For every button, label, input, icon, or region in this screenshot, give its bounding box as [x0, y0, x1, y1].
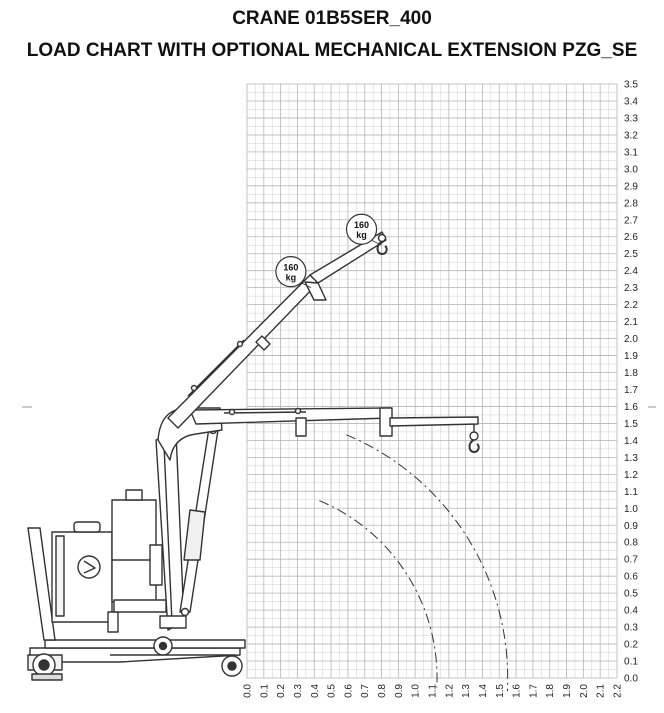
hook-horizontal	[468, 431, 480, 453]
radius-arc	[319, 500, 438, 688]
y-tick-label: 1.7	[624, 385, 638, 396]
y-tick-label: 1.2	[624, 470, 638, 481]
hydraulic-unit	[111, 489, 167, 613]
y-tick-label: 2.2	[624, 300, 638, 311]
y-tick-label: 1.6	[624, 402, 638, 413]
y-tick-label: 1.0	[624, 504, 638, 515]
x-axis-labels: 0.0 0.1 0.2 0.3 0.4 0.5 0.6 0.7 0.8 0.9 1.0 1.1 1.2 1…	[243, 684, 624, 698]
wheel-right	[221, 655, 243, 677]
lift-cylinder	[179, 425, 219, 617]
y-tick-label: 0.8	[624, 538, 638, 549]
crane-illustration	[27, 231, 480, 681]
load-unit: kg	[286, 273, 297, 283]
load-badge-circle	[275, 256, 307, 288]
x-tick-label: 2.0	[579, 684, 590, 698]
radius-arcs	[319, 434, 509, 692]
load-unit: kg	[356, 230, 367, 240]
y-tick-label: 1.4	[624, 436, 638, 447]
x-tick-label: 0.4	[310, 684, 321, 698]
y-tick-label: 0.6	[624, 572, 638, 583]
y-tick-label: 0.7	[624, 555, 638, 566]
y-tick-label: 2.8	[624, 198, 638, 209]
y-tick-label: 0.4	[624, 606, 638, 617]
x-tick-label: 1.5	[495, 684, 506, 698]
y-tick-label: 0.0	[624, 674, 638, 685]
x-tick-label: 1.0	[411, 684, 422, 698]
y-tick-label: 1.9	[624, 351, 638, 362]
y-tick-label: 0.9	[624, 521, 638, 532]
x-tick-label: 0.7	[360, 684, 371, 698]
y-tick-label: 2.9	[624, 181, 638, 192]
load-value: 160	[354, 220, 369, 230]
battery-box	[51, 521, 119, 633]
x-tick-label: 0.6	[343, 684, 354, 698]
y-tick-label: 0.1	[624, 657, 638, 668]
y-tick-label: 3.3	[624, 113, 638, 124]
boom-raised	[167, 231, 387, 429]
y-tick-label: 3.0	[624, 164, 638, 175]
y-tick-label: 2.0	[624, 334, 638, 345]
crane-base	[27, 639, 246, 671]
y-tick-label: 3.5	[624, 80, 638, 91]
x-tick-label: 0.0	[243, 684, 254, 698]
x-tick-label: 1.1	[428, 684, 439, 698]
x-tick-label: 1.9	[562, 684, 573, 698]
wheel-left	[31, 653, 63, 681]
x-tick-label: 1.8	[545, 684, 556, 698]
x-tick-label: 0.8	[377, 684, 388, 698]
y-tick-label: 3.2	[624, 130, 638, 141]
y-tick-label: 2.1	[624, 317, 638, 328]
x-tick-label: 0.3	[293, 684, 304, 698]
x-tick-label: 1.3	[461, 684, 472, 698]
x-tick-label: 1.2	[444, 684, 455, 698]
x-tick-label: 1.7	[528, 684, 539, 698]
x-tick-label: 2.1	[596, 684, 607, 698]
y-tick-label: 0.2	[624, 640, 638, 651]
y-tick-label: 2.5	[624, 249, 638, 260]
radius-arc	[346, 434, 509, 692]
grid	[246, 83, 618, 679]
y-tick-label: 0.3	[624, 623, 638, 634]
x-tick-label: 0.5	[327, 684, 338, 698]
y-tick-label: 2.6	[624, 232, 638, 243]
x-tick-label: 1.4	[478, 684, 489, 698]
y-axis-labels: 0.0 0.1 0.2 0.3 0.4 0.5 0.6 0.7 0.8 0.9 1.0 1.1 1.2 1…	[624, 80, 638, 685]
chart-title-line1: CRANE 01B5SER_400	[232, 8, 432, 29]
y-tick-label: 3.4	[624, 96, 638, 107]
boom-horizontal	[189, 407, 479, 437]
x-tick-label: 1.6	[512, 684, 523, 698]
wheel-center	[153, 636, 173, 656]
y-tick-label: 2.4	[624, 266, 638, 277]
y-tick-label: 2.7	[624, 215, 638, 226]
load-badge-circle	[345, 213, 378, 245]
x-tick-label: 0.2	[276, 684, 287, 698]
load-value: 160	[283, 263, 298, 273]
y-tick-label: 1.8	[624, 368, 638, 379]
y-tick-label: 2.3	[624, 283, 638, 294]
y-tick-label: 0.5	[624, 589, 638, 600]
x-tick-label: 0.9	[394, 684, 405, 698]
y-tick-label: 3.1	[624, 147, 638, 158]
y-tick-label: 1.5	[624, 419, 638, 430]
hook-raised	[376, 233, 388, 255]
y-tick-label: 1.1	[624, 487, 638, 498]
x-tick-label: 2.2	[613, 684, 624, 698]
chart-title-line2: LOAD CHART WITH OPTIONAL MECHANICAL EXTE…	[26, 40, 638, 61]
crane-handle	[27, 527, 56, 641]
y-tick-label: 1.3	[624, 453, 638, 464]
x-tick-label: 0.1	[259, 684, 270, 698]
